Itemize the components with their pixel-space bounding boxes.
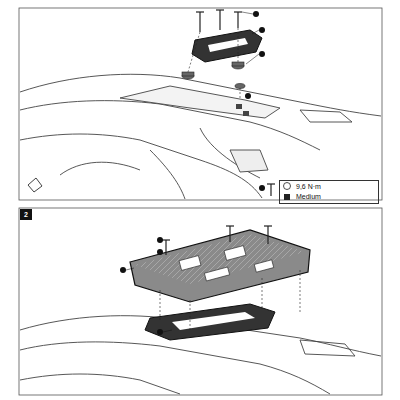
- nuts: [236, 104, 249, 116]
- torque-icon: [284, 183, 291, 190]
- torque-spec-box: 9,6 N·mMedium: [279, 180, 379, 204]
- leader-lines: [242, 12, 259, 64]
- screws: [162, 226, 272, 255]
- threadlock-strength: Medium: [296, 192, 375, 202]
- callout-dots: [120, 237, 163, 335]
- screws: [196, 10, 242, 32]
- adapter-bracket: [192, 30, 262, 62]
- panel-frame: [19, 208, 382, 395]
- torque-value: 9,6 N·m: [296, 182, 375, 192]
- assembly-lines: [188, 28, 240, 100]
- step-number: 2: [20, 209, 32, 220]
- spacers: [182, 62, 245, 89]
- step-label: 2: [23, 210, 29, 219]
- adapter-bracket: [145, 304, 275, 340]
- leader-lines: [126, 268, 172, 332]
- top-rack-plate: [130, 230, 310, 302]
- callout-dots: [245, 11, 265, 191]
- panel-frame: [19, 8, 382, 200]
- threadlock-icon: [284, 194, 290, 200]
- bike-icon: [28, 178, 42, 192]
- assembly-lines: [160, 270, 300, 332]
- screw-icon: [267, 184, 275, 196]
